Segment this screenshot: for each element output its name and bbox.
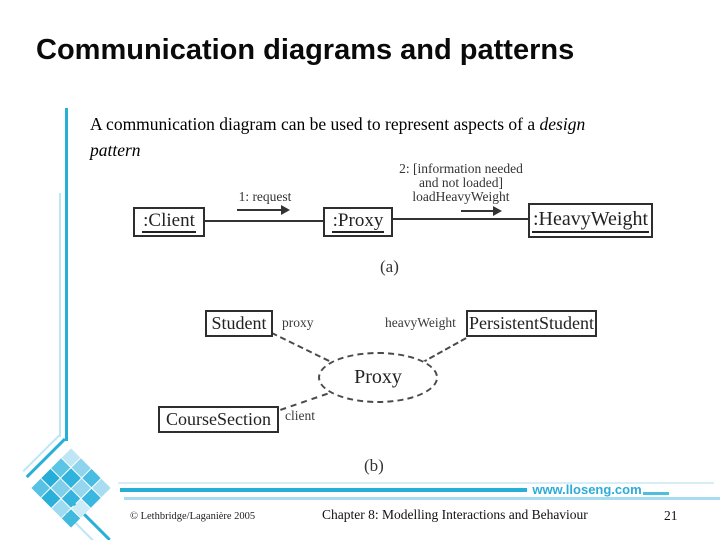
- uml-object-heavyweight-label: :HeavyWeight: [531, 208, 650, 233]
- body-text-italic: design: [539, 114, 586, 134]
- uml-object-client: :Client: [133, 207, 205, 237]
- link-client-proxy: [205, 220, 323, 222]
- footer-rule-teal-short: [643, 492, 669, 495]
- link-student-proxy: [271, 332, 330, 362]
- uml-class-coursesection: CourseSection: [158, 406, 279, 433]
- footer-rule-pale-bottom: [124, 497, 720, 500]
- message-2-label: 2: [information needed and not loaded] l…: [396, 162, 526, 204]
- message-2-line2: and not loaded]: [419, 175, 503, 190]
- pattern-ellipse-proxy: Proxy: [318, 352, 438, 403]
- body-text-italic-2: pattern: [90, 140, 141, 160]
- uml-object-client-label: :Client: [142, 210, 196, 234]
- diagram-b-caption: (b): [364, 456, 384, 475]
- left-accent-line-teal: [65, 108, 68, 441]
- uml-object-heavyweight: :HeavyWeight: [528, 203, 653, 238]
- role-label-heavyweight: heavyWeight: [385, 315, 456, 330]
- body-text-regular: A communication diagram can be used to r…: [90, 114, 540, 134]
- page-number: 21: [664, 508, 678, 523]
- message-1-arrow-icon: [281, 205, 290, 215]
- message-2-arrow-line: [461, 210, 493, 212]
- uml-class-persistentstudent-label: PersistentStudent: [469, 313, 594, 333]
- slide-title: Communication diagrams and patterns: [36, 34, 575, 66]
- footer-rule-teal: [120, 488, 527, 492]
- uml-class-persistentstudent: PersistentStudent: [466, 310, 597, 337]
- uml-object-proxy: :Proxy: [323, 207, 393, 237]
- message-2-arrow-icon: [493, 206, 502, 216]
- copyright-text: © Lethbridge/Laganière 2005: [130, 511, 256, 522]
- diagram-a-caption: (a): [380, 257, 399, 276]
- role-label-client: client: [285, 408, 315, 423]
- message-2-line1: 2: [information needed: [399, 161, 523, 176]
- link-proxy-heavyweight: [393, 218, 528, 220]
- chapter-title: Chapter 8: Modelling Interactions and Be…: [322, 507, 588, 522]
- uml-class-student: Student: [205, 310, 273, 337]
- uml-class-student-label: Student: [211, 313, 267, 333]
- website-link[interactable]: www.lloseng.com: [532, 482, 642, 497]
- message-1-arrow-line: [237, 209, 281, 211]
- body-paragraph: A communication diagram can be used to r…: [90, 111, 690, 163]
- left-accent-line-pale: [59, 193, 61, 437]
- pattern-ellipse-proxy-label: Proxy: [354, 366, 402, 388]
- role-label-proxy: proxy: [282, 315, 314, 330]
- message-2-line3: loadHeavyWeight: [412, 189, 510, 204]
- footer-rule-pale-top: [118, 482, 714, 484]
- link-proxy-persistentstudent: [421, 337, 467, 364]
- message-1-label: 1: request: [238, 189, 292, 204]
- uml-class-coursesection-label: CourseSection: [166, 409, 271, 429]
- uml-object-proxy-label: :Proxy: [331, 210, 385, 234]
